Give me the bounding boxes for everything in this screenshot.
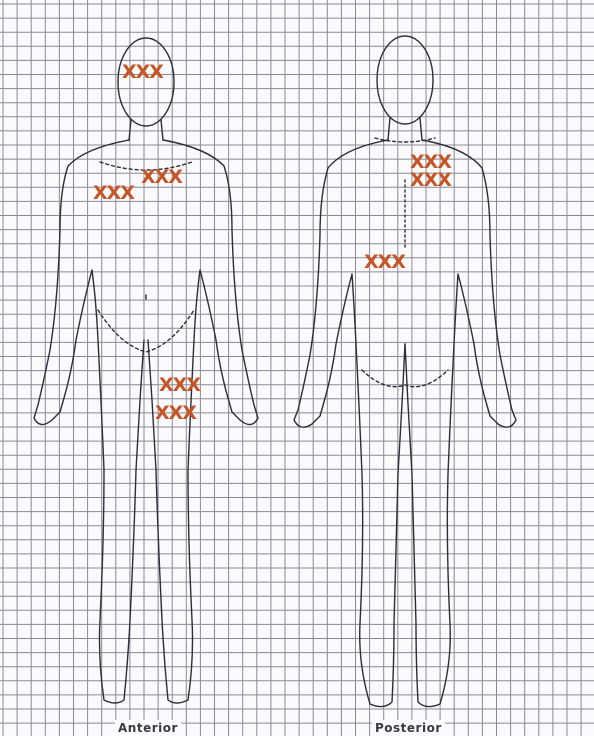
anterior-label: Anterior — [115, 720, 181, 736]
posterior-label: Posterior — [372, 720, 445, 736]
posterior-torso-right — [405, 140, 516, 707]
marker-lower-back: XXX — [364, 252, 405, 272]
posterior-buttocks — [362, 370, 448, 387]
marker-thigh-upper: XXX — [159, 375, 200, 395]
marker-thigh-lower: XXX — [155, 403, 196, 423]
posterior-torso-left — [294, 140, 405, 707]
marker-forehead: XXX — [122, 62, 163, 82]
marker-upper-chest-right: XXX — [141, 167, 182, 187]
posterior-head — [377, 36, 433, 124]
marker-scapula-lower: XXX — [410, 170, 451, 190]
posterior-neck — [388, 118, 422, 140]
marker-upper-chest-left: XXX — [93, 183, 134, 203]
